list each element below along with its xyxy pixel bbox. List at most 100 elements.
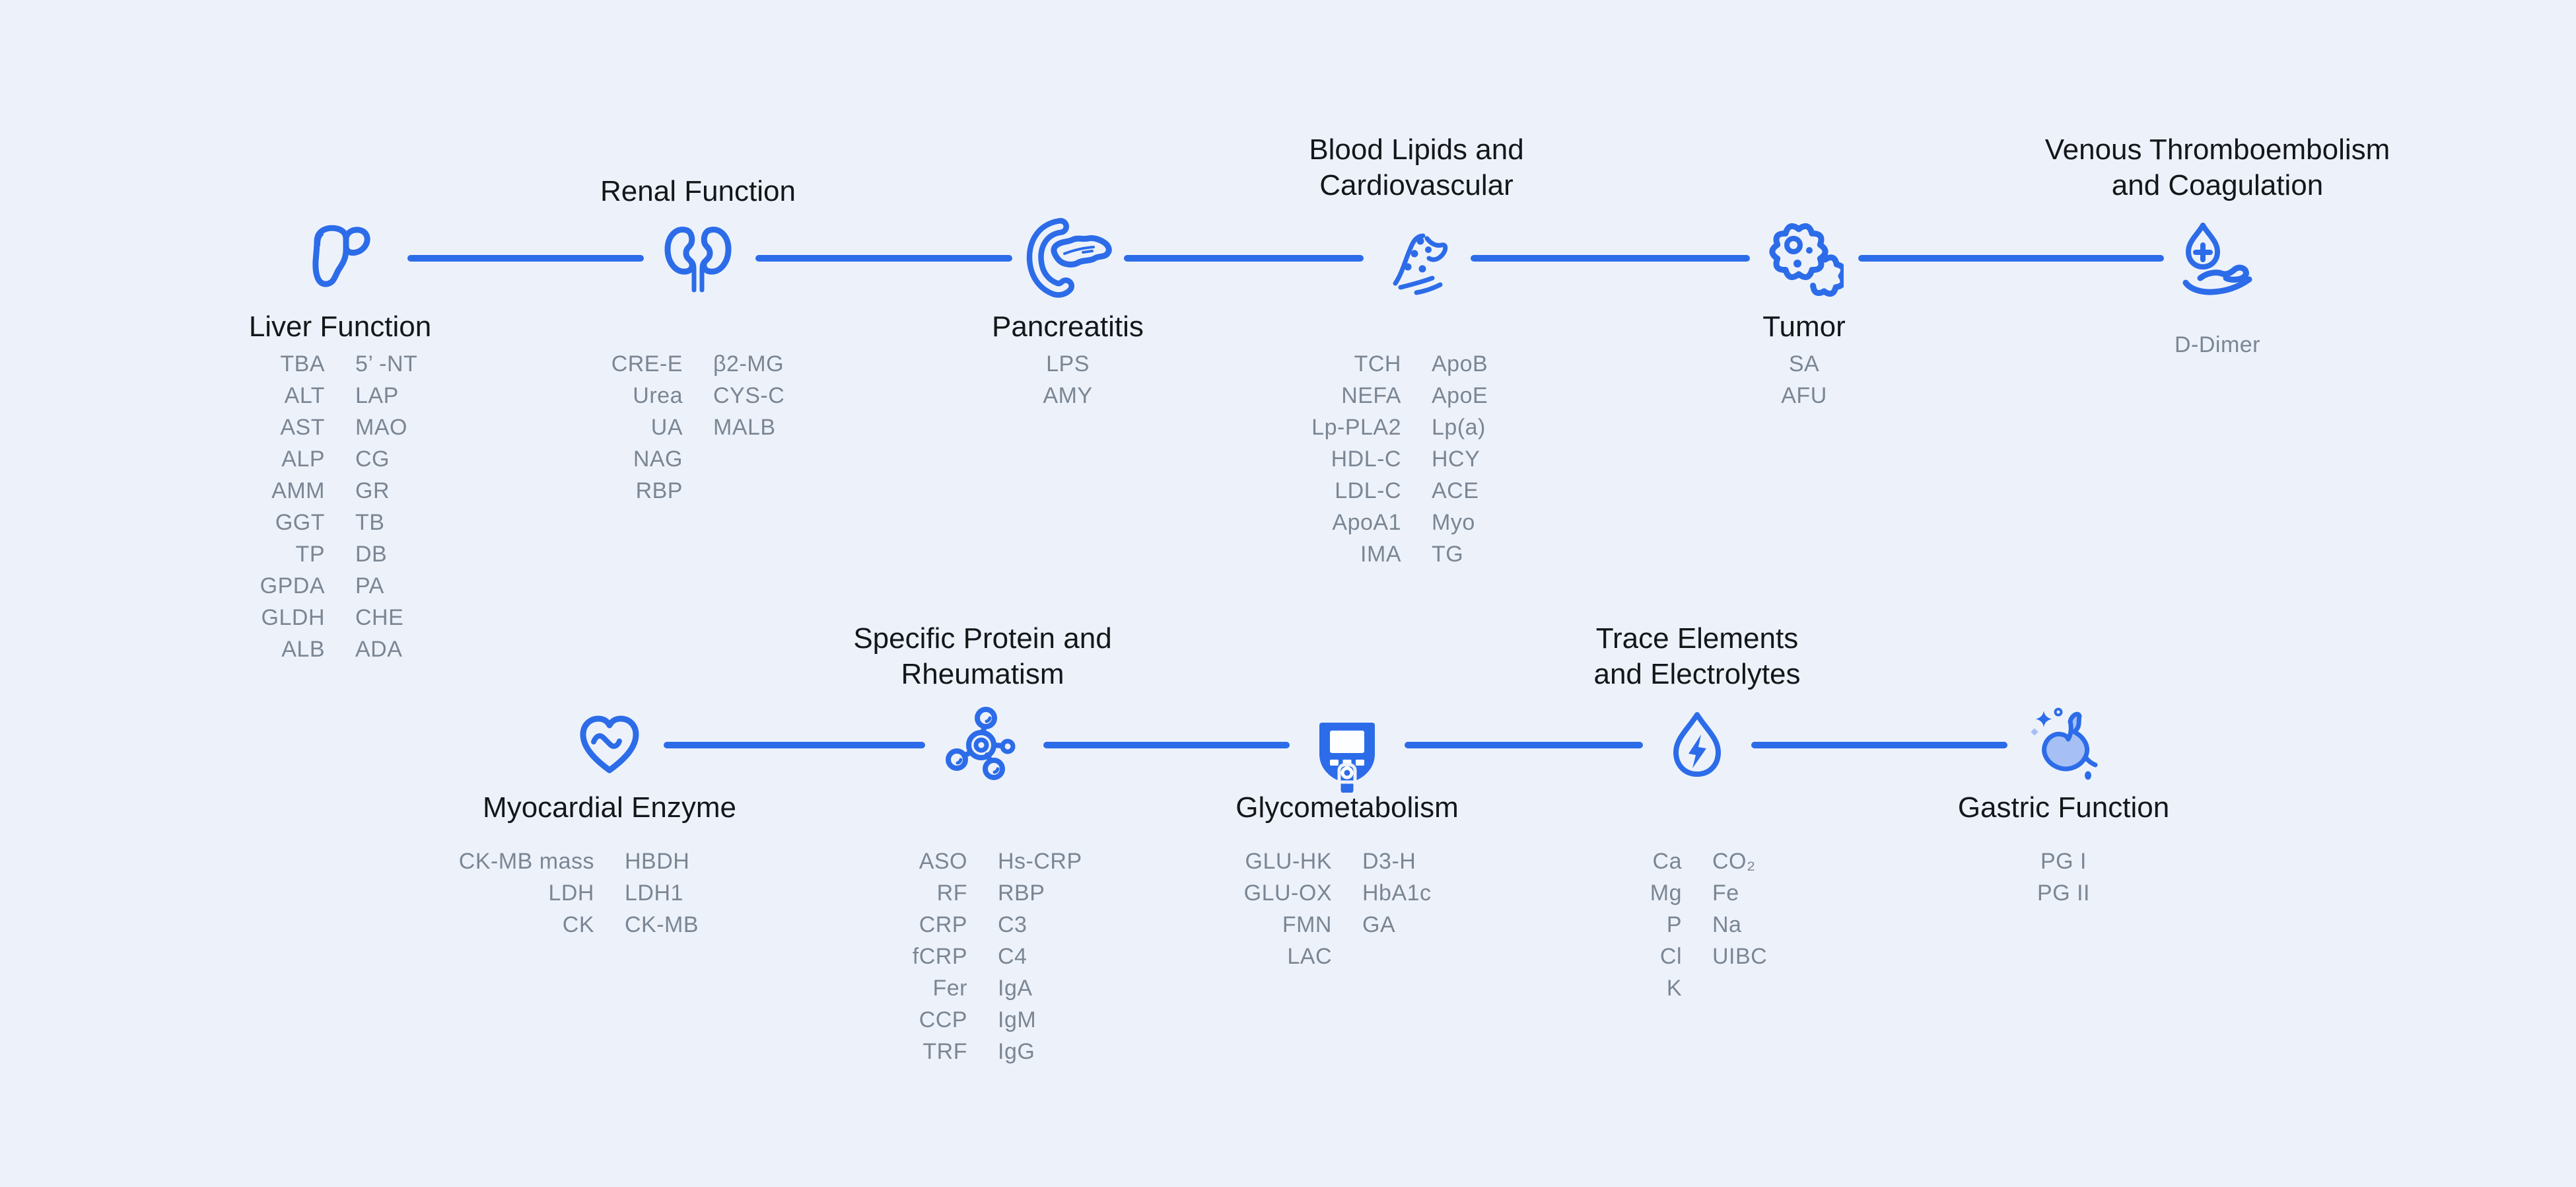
test-row: ASO Hs-CRP (824, 845, 1141, 877)
test-item: GPDA (260, 573, 325, 598)
test-item: GLDH (261, 605, 325, 630)
test-item: TBA (280, 351, 325, 377)
test-item: β2-MG (713, 351, 784, 377)
test-row: AMY (909, 380, 1226, 412)
test-item: Mg (1650, 881, 1682, 906)
test-item: ASO (919, 849, 967, 874)
connector-line (664, 742, 925, 748)
test-item: P (1666, 912, 1682, 937)
test-item: PG II (2037, 881, 2090, 906)
test-item: LAP (355, 383, 399, 408)
test-row: ALT LAP (182, 380, 499, 412)
test-item: GLU-HK (1245, 849, 1332, 874)
test-item: CCP (919, 1007, 967, 1032)
test-item: TG (1432, 542, 1464, 567)
test-item: CK-MB (625, 912, 699, 937)
water-drop-lightning-icon (1657, 705, 1737, 785)
test-row: PG I (1905, 845, 2222, 877)
category-title: Pancreatitis (992, 310, 1144, 343)
test-row: Mg Fe (1539, 877, 1856, 909)
test-item: IgM (998, 1007, 1037, 1032)
test-row: LAC (1189, 941, 1506, 972)
test-item: Lp-PLA2 (1311, 415, 1401, 440)
kidneys-icon (658, 219, 738, 298)
test-item: ALT (284, 383, 325, 408)
blood-drop-hand-icon (2178, 219, 2257, 298)
test-item: DB (355, 542, 388, 567)
test-row: GLDH CHE (182, 602, 499, 633)
test-row: SA (1646, 348, 1963, 380)
test-item: ACE (1432, 478, 1479, 503)
test-item: AMY (1043, 383, 1093, 408)
test-item: GLU-OX (1243, 881, 1332, 906)
category-title: Tumor (1762, 310, 1846, 343)
test-item: Ca (1652, 849, 1682, 874)
test-row: Ca CO₂ (1539, 845, 1856, 877)
category-title: Specific Protein and Rheumatism (853, 622, 1112, 690)
test-item: PA (355, 573, 384, 598)
test-item: CK-MB mass (458, 849, 594, 874)
test-item: HDL-C (1331, 447, 1401, 472)
category-title: Trace Elements and Electrolytes (1593, 622, 1801, 690)
test-item: PG I (2040, 849, 2087, 874)
test-item: fCRP (912, 944, 967, 969)
category-title: Liver Function (248, 310, 432, 343)
test-item: Hs-CRP (998, 849, 1082, 874)
test-item: UIBC (1712, 944, 1768, 969)
test-item: RBP (635, 478, 683, 503)
test-item: Fe (1712, 881, 1739, 906)
test-item: GR (355, 478, 390, 503)
test-item: ALP (281, 447, 325, 472)
test-row: CRE-E β2-MG (540, 348, 856, 380)
test-list: PG I PG II (1905, 845, 2222, 909)
liver-icon (300, 219, 380, 298)
connector-line (1124, 255, 1364, 262)
test-row: IMA TG (1258, 538, 1575, 570)
test-row: NAG (540, 443, 856, 475)
test-item: CRE-E (611, 351, 683, 377)
test-item: IgA (998, 976, 1033, 1001)
test-item: AMM (271, 478, 325, 503)
test-item: TRF (922, 1039, 967, 1064)
tumor-cell-icon (1764, 219, 1844, 298)
test-row: D-Dimer (2059, 329, 2376, 361)
test-item: GA (1362, 912, 1396, 937)
test-item: Myo (1432, 510, 1475, 535)
test-item: RF (936, 881, 967, 906)
connector-line (1751, 742, 2007, 748)
category-title: Myocardial Enzyme (483, 791, 736, 824)
test-item: CHE (355, 605, 404, 630)
test-row: LDL-C ACE (1258, 475, 1575, 507)
test-item: LAC (1287, 944, 1332, 969)
test-item: Urea (633, 383, 683, 408)
connector-line (755, 255, 1012, 262)
test-item: HbA1c (1362, 881, 1432, 906)
test-row: GPDA PA (182, 570, 499, 602)
test-item: CO₂ (1712, 849, 1756, 874)
test-item (713, 475, 856, 507)
blood-vessel-icon (1377, 219, 1456, 298)
test-item: 5’ -NT (355, 351, 418, 377)
test-item: TB (355, 510, 385, 535)
test-item: IMA (1360, 542, 1401, 567)
category-title: Renal Function (600, 175, 796, 207)
test-item: LDL-C (1335, 478, 1401, 503)
connector-line (1471, 255, 1750, 262)
